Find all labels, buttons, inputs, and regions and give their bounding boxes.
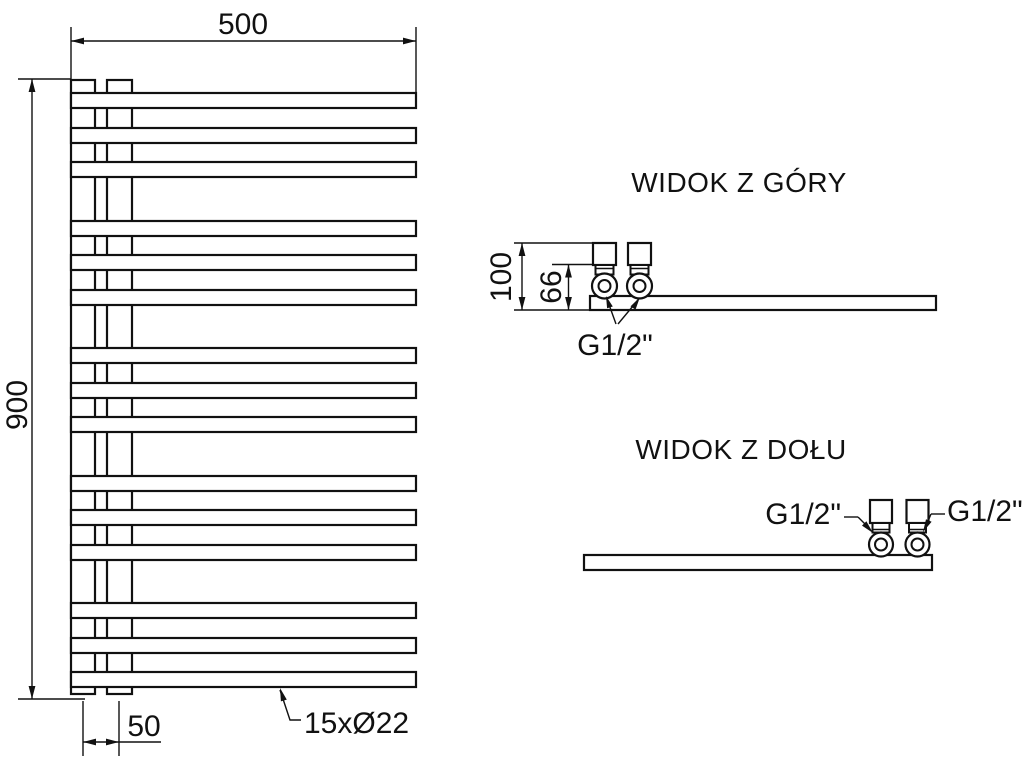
arrowhead	[630, 297, 640, 310]
radiator-rail	[69, 474, 418, 493]
rail-group	[69, 91, 418, 689]
top-view-title: WIDOK Z GÓRY	[631, 167, 847, 198]
radiator-rail	[69, 219, 418, 238]
arrowhead-right	[106, 738, 119, 746]
connection-dimension: 66	[535, 263, 594, 310]
radiator-body-bottom	[582, 553, 934, 572]
radiator-rail	[69, 288, 418, 307]
depth-dimension: 100	[485, 242, 592, 310]
arrowhead	[280, 688, 287, 702]
right-thread-callout: G1/2"	[923, 495, 1023, 532]
connection-dimension-label: 66	[535, 270, 568, 303]
arrowhead	[862, 521, 873, 533]
radiator-body-top	[588, 294, 938, 312]
thread-label: G1/2"	[577, 329, 653, 362]
radiator-rail	[69, 160, 418, 179]
top-view: WIDOK Z GÓRY 100	[485, 167, 938, 362]
radiator-rail	[69, 126, 418, 145]
thread-callout: G1/2"	[577, 296, 653, 362]
connection-pipe	[868, 498, 894, 525]
nut-body	[871, 522, 891, 534]
spacing-dimension: 50	[82, 701, 161, 756]
thread-union-inner	[874, 537, 888, 552]
connection-pipe	[626, 241, 653, 267]
spacing-dimension-label: 50	[127, 710, 160, 743]
height-dimension: 900	[1, 78, 85, 700]
connection-pipe	[591, 241, 618, 267]
arrowhead-left	[71, 37, 84, 45]
depth-dimension-label: 100	[485, 252, 518, 302]
radiator-rail	[69, 543, 418, 562]
radiator-rail	[69, 346, 418, 365]
arrowhead-bottom	[28, 686, 36, 699]
thread-label: G1/2"	[947, 495, 1023, 528]
radiator-rail	[69, 670, 418, 689]
arrowhead-bottom	[565, 297, 572, 310]
thread-label: G1/2"	[765, 498, 841, 531]
radiator-rail	[69, 636, 418, 655]
radiator-rail	[69, 508, 418, 527]
tube-spec-label: 15xØ22	[304, 707, 409, 740]
arrowhead-top	[565, 264, 572, 278]
width-dimension: 500	[70, 8, 417, 92]
bottom-view: WIDOK Z DOŁU G1/2" G1/2"	[582, 434, 1023, 572]
radiator-rail	[69, 91, 418, 110]
connection-pipe	[905, 498, 930, 525]
thread-union-inner	[910, 537, 925, 552]
thread-union-inner	[597, 279, 612, 293]
arrowhead-left	[83, 738, 96, 746]
radiator-rail	[69, 415, 418, 434]
bottom-view-title: WIDOK Z DOŁU	[635, 434, 846, 465]
union-nut	[871, 522, 891, 534]
arrowhead-right	[403, 37, 416, 45]
radiator-rail	[69, 601, 418, 620]
thread-union-inner	[632, 279, 647, 293]
arrowhead-bottom	[518, 297, 526, 310]
left-thread-callout: G1/2"	[765, 498, 873, 533]
front-view: 500 900 50 15xØ22	[1, 8, 418, 756]
width-dimension-label: 500	[218, 8, 268, 41]
arrowhead	[923, 519, 932, 532]
arrowhead	[606, 296, 613, 309]
arrowhead-top	[518, 243, 526, 256]
arrowhead-top	[28, 79, 36, 92]
height-dimension-label: 900	[1, 380, 34, 430]
radiator-rail	[69, 381, 418, 400]
tube-spec-callout: 15xØ22	[279, 688, 409, 740]
radiator-rail	[69, 253, 418, 272]
